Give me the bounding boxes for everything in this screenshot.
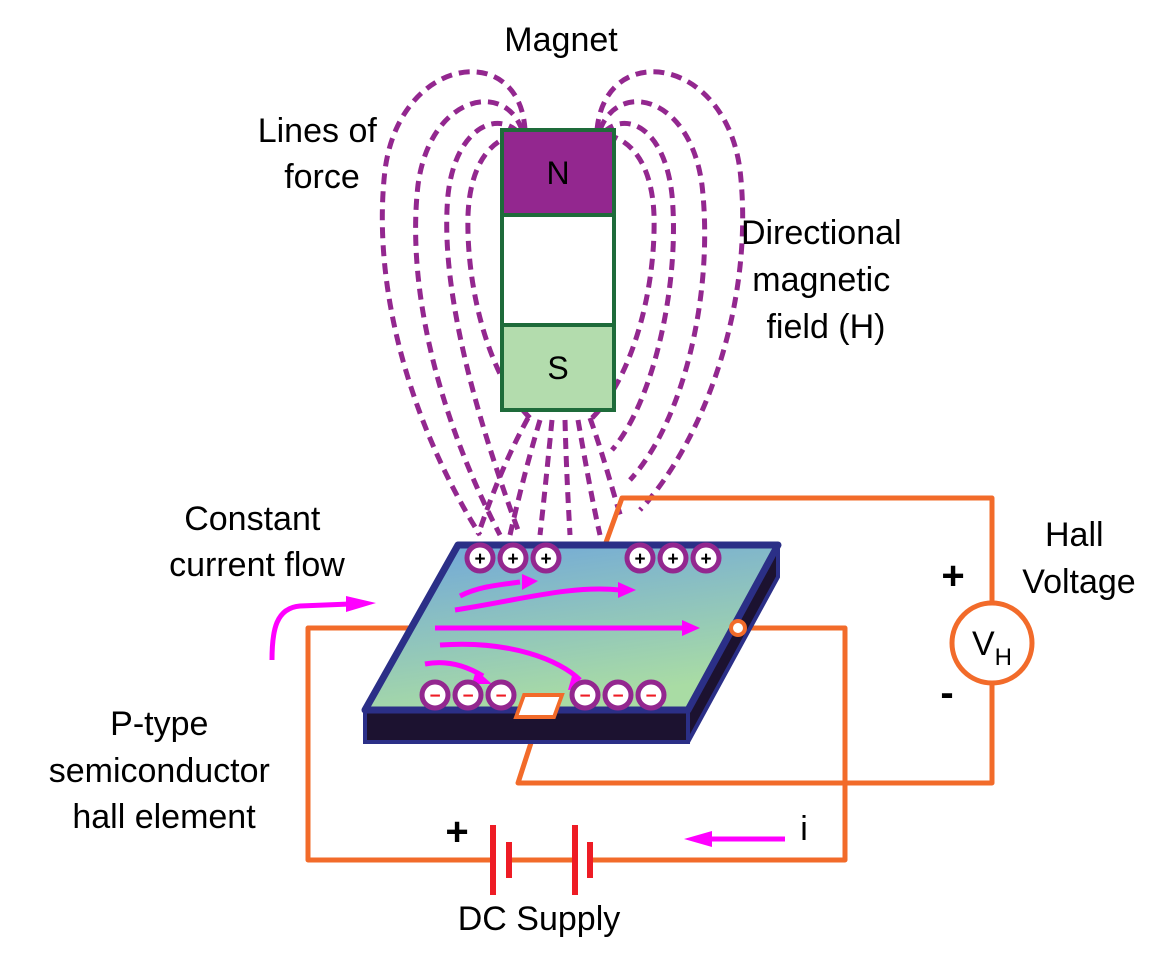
magnet: N S: [500, 128, 616, 412]
negative-charges: −−−−−−: [419, 679, 667, 711]
hall-voltmeter: VH: [949, 600, 1035, 686]
positive-charge: +: [624, 542, 656, 574]
current-arrow: [439, 641, 582, 682]
negative-charge: −: [569, 679, 601, 711]
svg-text:−: −: [462, 686, 473, 707]
current-arrows: [424, 579, 690, 682]
circuit-wires: [305, 495, 995, 863]
south-label: S: [547, 350, 568, 386]
positive-charge: +: [497, 542, 529, 574]
hall-element-label: P-type semiconductor hall element: [49, 705, 280, 836]
negative-charge: −: [485, 679, 517, 711]
hall-voltage-wire-top: [601, 495, 995, 603]
arrowhead: [682, 620, 700, 636]
side-contact: [729, 619, 747, 637]
svg-text:−: −: [495, 686, 506, 707]
svg-text:+: +: [700, 549, 711, 570]
positive-charge: +: [690, 542, 722, 574]
field-line: [507, 419, 543, 536]
svg-text:+: +: [540, 549, 551, 570]
svg-text:+: +: [507, 549, 518, 570]
field-line: [575, 419, 603, 536]
arrowhead: [472, 670, 492, 684]
field-line: [475, 416, 531, 536]
field-line: [594, 69, 746, 512]
positive-charge: +: [464, 542, 496, 574]
arrowhead: [522, 574, 538, 590]
hall-element: [361, 541, 782, 744]
north-label: N: [546, 155, 569, 191]
svg-text:+: +: [634, 549, 645, 570]
svg-text:−: −: [429, 686, 440, 707]
field-lines: [379, 69, 746, 537]
svg-text:+: +: [667, 549, 678, 570]
magnet-south-pole: [500, 323, 616, 412]
field-line: [444, 120, 521, 531]
current-flow-label: Constant current flow: [169, 500, 345, 584]
positive-charge: +: [657, 542, 689, 574]
field-line: [587, 417, 625, 521]
hall-voltage-label: Hall Voltage: [1022, 516, 1135, 601]
current-i-label: i: [800, 810, 808, 848]
external-current-arrow: [269, 596, 376, 661]
dc-battery: [490, 825, 593, 895]
magnet-north-pole: [500, 128, 616, 217]
hall-plus-sign: +: [941, 554, 964, 598]
hall-voltage-wire-bottom: [515, 683, 995, 786]
svg-text:+: +: [474, 549, 485, 570]
field-line: [413, 99, 525, 537]
voltmeter-circle: [949, 600, 1035, 686]
negative-charge: −: [602, 679, 634, 711]
field-line: [562, 419, 573, 536]
current-arrow: [454, 586, 621, 613]
supply-wire-left: [305, 625, 493, 863]
magnet-label: Magnet: [504, 21, 618, 59]
svg-text:−: −: [645, 686, 656, 707]
svg-text:−: −: [612, 686, 623, 707]
current-i-arrow: [684, 831, 785, 847]
lines-of-force-label: Lines of force: [258, 112, 387, 196]
negative-charge: −: [419, 679, 451, 711]
arrowhead: [618, 582, 636, 598]
negative-charge: −: [452, 679, 484, 711]
field-line: [597, 99, 708, 482]
hall-minus-sign: -: [940, 671, 953, 715]
current-arrow: [458, 579, 521, 599]
voltmeter-symbol: VH: [972, 625, 1012, 671]
magnet-body: [500, 213, 616, 327]
field-line: [537, 419, 555, 536]
bottom-contact: [513, 693, 565, 719]
battery-plus-sign: +: [445, 810, 468, 854]
positive-charge: +: [530, 542, 562, 574]
dc-supply-label: DC Supply: [458, 900, 621, 938]
svg-text:−: −: [579, 686, 590, 707]
positive-charges: + + + + + +: [464, 542, 722, 574]
magnetic-field-label: Directional magnetic field (H): [741, 214, 911, 346]
supply-wire-right: [590, 625, 848, 863]
negative-charge: −: [635, 679, 667, 711]
